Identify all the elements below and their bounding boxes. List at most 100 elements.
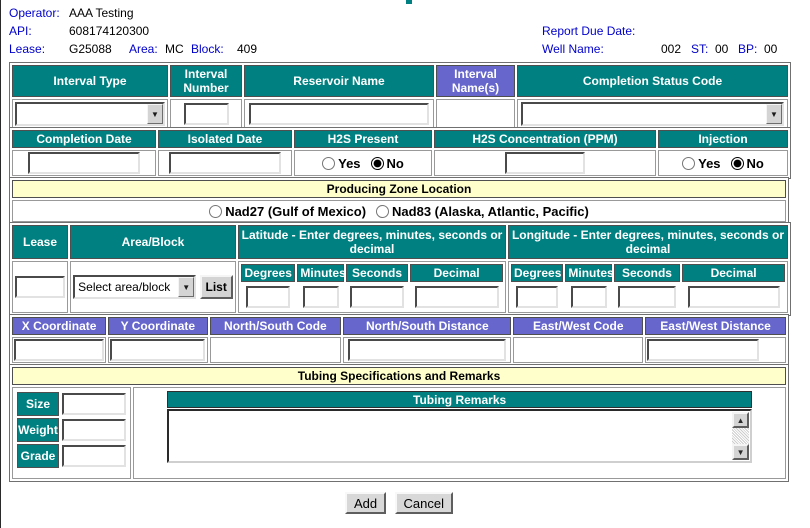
st-value: 00 (715, 42, 729, 56)
location-table: Lease Area/Block Latitude - Enter degree… (9, 222, 791, 316)
longitude-minutes-header: Minutes (565, 264, 614, 282)
tubing-remarks-textarea[interactable] (169, 411, 733, 461)
interval-number-header: Interval Number (170, 65, 242, 97)
tubing-remarks-header: Tubing Remarks (167, 391, 753, 408)
north-south-code-header: North/South Code (209, 317, 342, 335)
injection-yes-radio[interactable] (682, 156, 696, 170)
tubing-remarks-cell: Tubing Remarks ▲ ▼ (133, 387, 786, 479)
tubing-title: Tubing Specifications and Remarks (12, 367, 786, 385)
latitude-degrees-input[interactable] (246, 286, 291, 308)
h2s-no-radio[interactable] (370, 156, 384, 170)
tubing-weight-label: Weight (17, 418, 59, 442)
latitude-degrees-header: Degrees (241, 264, 296, 282)
form-actions: Add Cancel (9, 492, 789, 514)
nad27-radio[interactable] (209, 204, 223, 218)
injection-no-radio[interactable] (730, 156, 744, 170)
interval-names-cell (436, 99, 515, 129)
interval-type-select[interactable]: ▼ (15, 102, 165, 126)
scroll-up-icon[interactable]: ▲ (732, 412, 750, 428)
area-block-header: Area/Block (70, 225, 236, 259)
coordinate-table: X Coordinate Y Coordinate North/South Co… (9, 314, 789, 366)
lease-value: G25088 (69, 42, 112, 56)
block-label: Block: (191, 42, 224, 56)
longitude-seconds-header: Seconds (613, 264, 681, 282)
isolated-date-header: Isolated Date (158, 130, 292, 148)
lease-label: Lease: (9, 42, 46, 56)
operator-label: Operator: (9, 6, 60, 20)
chevron-down-icon: ▼ (147, 104, 163, 124)
interval-table: Interval Type Interval Number Reservoir … (9, 62, 791, 132)
longitude-decimal-header: Decimal (682, 264, 785, 282)
list-button[interactable]: List (199, 274, 233, 299)
longitude-decimal-input[interactable] (687, 286, 780, 308)
datum-radio-row: Nad27 (Gulf of Mexico)Nad83 (Alaska, Atl… (12, 200, 786, 222)
completion-date-input[interactable] (28, 152, 140, 174)
east-west-code-cell (513, 337, 644, 363)
h2s-present-cell: Yes No (294, 150, 432, 176)
scroll-down-icon[interactable]: ▼ (732, 444, 750, 460)
h2s-yes-radio[interactable] (322, 156, 336, 170)
latitude-decimal-input[interactable] (414, 286, 499, 308)
h2s-no-label: No (386, 155, 404, 171)
chevron-down-icon: ▼ (766, 104, 782, 124)
isolated-date-input[interactable] (169, 152, 281, 174)
api-value: 608174120300 (69, 24, 150, 38)
completion-date-header: Completion Date (12, 130, 156, 148)
interval-number-input[interactable] (183, 103, 229, 125)
area-block-select[interactable]: Select area/block▼ (73, 275, 197, 300)
latitude-decimal-header: Decimal (410, 264, 503, 282)
north-south-distance-input[interactable] (348, 339, 507, 361)
completion-status-code-header: Completion Status Code (517, 65, 788, 97)
report-due-date-label: Report Due Date: (542, 24, 636, 38)
tubing-grade-label: Grade (17, 444, 59, 468)
injection-header: Injection (658, 130, 788, 148)
reservoir-name-input[interactable] (249, 103, 429, 125)
completion-status-code-select[interactable]: ▼ (521, 102, 784, 126)
tubing-weight-input[interactable] (62, 419, 126, 441)
tubing-size-input[interactable] (62, 393, 126, 415)
latitude-seconds-input[interactable] (350, 286, 405, 308)
area-block-cell: Select area/block▼ List (70, 261, 236, 313)
reservoir-name-header: Reservoir Name (244, 65, 434, 97)
producing-zone-table: Producing Zone Location Nad27 (Gulf of M… (9, 177, 789, 225)
longitude-seconds-input[interactable] (617, 286, 676, 308)
area-value: MC (165, 42, 184, 56)
longitude-minutes-input[interactable] (570, 286, 607, 308)
h2s-present-header: H2S Present (294, 130, 432, 148)
producing-zone-title: Producing Zone Location (12, 180, 786, 198)
lease-header: Lease (12, 225, 68, 259)
injection-no-label: No (746, 155, 764, 171)
api-label: API: (9, 24, 32, 38)
nad83-radio[interactable] (376, 204, 390, 218)
y-coordinate-input[interactable] (110, 339, 206, 361)
h2s-concentration-input[interactable] (505, 152, 585, 174)
east-west-distance-input[interactable] (647, 339, 760, 361)
latitude-header: Latitude - Enter degrees, minutes, secon… (238, 225, 506, 259)
clipped-title-fragment (406, 0, 412, 4)
cancel-button[interactable]: Cancel (394, 492, 453, 514)
longitude-degrees-input[interactable] (516, 286, 559, 308)
interval-names-header: Interval Name(s) (436, 65, 515, 97)
interval-type-header: Interval Type (12, 65, 168, 97)
tubing-table: Tubing Specifications and Remarks Size W… (9, 364, 789, 482)
north-south-code-cell (209, 337, 342, 363)
nad83-label: Nad83 (Alaska, Atlantic, Pacific) (392, 203, 589, 219)
block-value: 409 (237, 42, 258, 56)
bp-value: 00 (764, 42, 778, 56)
tubing-grade-input[interactable] (62, 445, 126, 467)
longitude-degrees-header: Degrees (511, 264, 564, 282)
x-coordinate-input[interactable] (14, 339, 105, 361)
remarks-scrollbar[interactable]: ▲ ▼ (732, 412, 750, 460)
add-button[interactable]: Add (345, 492, 387, 514)
location-lease-input[interactable] (15, 276, 65, 298)
latitude-minutes-input[interactable] (302, 286, 339, 308)
st-label: ST: (691, 42, 709, 56)
tubing-size-label: Size (17, 392, 59, 416)
latitude-seconds-header: Seconds (345, 264, 409, 282)
completion-date-table: Completion Date Isolated Date H2S Presen… (9, 127, 791, 179)
h2s-yes-label: Yes (338, 155, 361, 171)
longitude-subtable: Degrees Minutes Seconds Decimal (509, 262, 787, 312)
east-west-code-header: East/West Code (513, 317, 644, 335)
